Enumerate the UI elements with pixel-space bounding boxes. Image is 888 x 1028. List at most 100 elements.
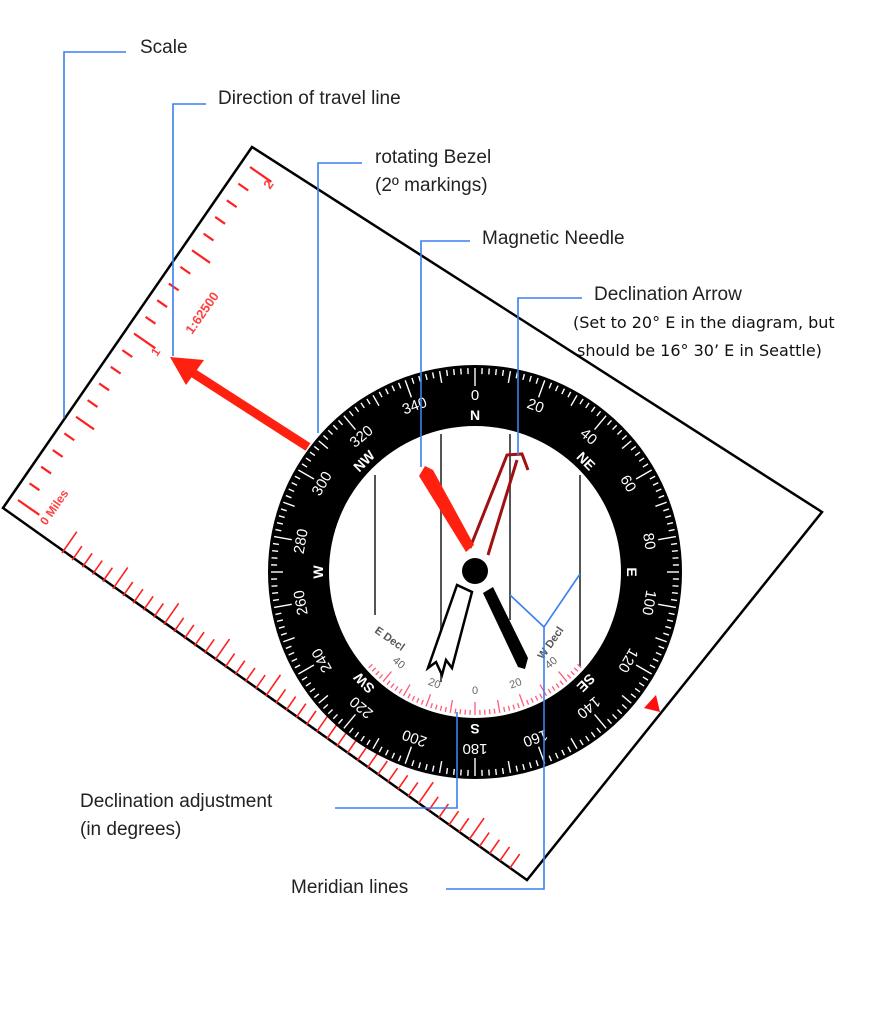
ruler-tick	[52, 449, 64, 458]
bezel-degree-label: 260	[291, 589, 312, 617]
ruler-tick	[191, 249, 211, 264]
edge-tick	[509, 853, 521, 869]
bezel-tick	[663, 632, 670, 636]
bezel-tick	[294, 664, 301, 669]
bezel-tick	[348, 727, 354, 734]
bezel-tick	[411, 760, 415, 767]
declination-tick	[402, 684, 411, 697]
edge-tick	[387, 767, 399, 783]
bezel-tick	[275, 528, 282, 532]
bezel-tick	[666, 521, 674, 525]
ruler-tick	[110, 365, 122, 375]
bezel-tick	[621, 694, 632, 704]
ruler-tick	[75, 415, 95, 431]
declination-tick	[534, 695, 539, 701]
bezel-tick	[378, 391, 383, 398]
declination-tick	[547, 688, 552, 694]
bezel-tick	[495, 768, 498, 775]
bezel-tick	[291, 481, 298, 486]
bezel-tick	[294, 475, 301, 480]
bezel-tick	[278, 515, 285, 519]
edge-tick	[407, 782, 419, 797]
bezel-tick	[291, 658, 298, 663]
edge-tick	[224, 653, 236, 669]
bezel-tick	[554, 752, 559, 759]
needle-pivot	[462, 558, 488, 584]
bezel-tick	[272, 549, 279, 552]
leader-bezel	[317, 162, 362, 433]
index-mark	[644, 695, 660, 712]
bezel-tick	[391, 385, 396, 392]
leader-meridian-branch	[509, 573, 581, 629]
bezel-tick	[649, 664, 656, 669]
bezel-degree-label: 100	[638, 589, 659, 617]
bezel-tick	[638, 457, 645, 462]
bezel-tick	[666, 619, 674, 623]
bezel-cardinal-label: S	[470, 721, 479, 737]
bezel-tick	[297, 664, 315, 675]
bezel-tick	[579, 739, 584, 746]
bezel-degree-label: 180	[462, 740, 487, 757]
declination-tick	[503, 706, 506, 713]
bezel-degree-label: 80	[639, 532, 659, 551]
bezel-tick	[305, 682, 312, 687]
label-declination-arrow: Declination Arrow	[594, 284, 742, 305]
edge-tick	[142, 595, 154, 611]
bezel-tick	[630, 445, 637, 451]
label-bezel: rotating Bezel	[375, 147, 491, 168]
edge-tick	[264, 674, 282, 697]
bezel-tick	[327, 429, 334, 435]
declination-label: 20	[508, 676, 524, 691]
bezel-tick	[668, 528, 675, 532]
ruler-tick	[226, 199, 238, 209]
bezel-tick	[535, 760, 539, 767]
bezel-tick	[309, 451, 316, 457]
bezel-tick	[313, 445, 320, 451]
bezel-tick	[431, 765, 435, 772]
bezel-tick	[280, 508, 287, 512]
edge-tick	[478, 832, 490, 847]
edge-tick	[417, 781, 434, 805]
bezel-tick	[570, 737, 578, 750]
declination-edge-ticks	[61, 531, 521, 869]
bezel-tick	[397, 755, 402, 762]
bezel-tick	[273, 535, 292, 541]
bezel-tick	[621, 434, 628, 441]
bezel-tick	[590, 731, 596, 738]
bezel-tick	[621, 440, 632, 450]
bezel-tick	[354, 406, 360, 413]
ruler-tick	[17, 499, 40, 516]
bezel-tick	[594, 714, 607, 729]
declination-tick	[378, 674, 384, 679]
bezel-tick	[384, 749, 389, 756]
meridian-lines	[374, 434, 581, 682]
declination-tick	[551, 686, 556, 691]
bezel-tick	[665, 515, 672, 519]
label-magnetic-needle: Magnetic Needle	[482, 228, 625, 249]
bezel-tick	[438, 760, 443, 774]
bezel-tick	[635, 664, 653, 675]
bezel-tick	[424, 373, 428, 381]
bezel-tick	[594, 415, 607, 430]
bezel-tick	[452, 768, 455, 775]
bezel-tick	[372, 737, 380, 750]
bezel-tick	[275, 612, 282, 616]
ruler-tick	[202, 232, 215, 242]
bezel-tick	[283, 637, 295, 643]
declination-tick	[518, 693, 525, 707]
label-declination-adjustment: Declination adjustment	[80, 791, 273, 812]
edge-tick	[214, 638, 231, 661]
edge-tick	[397, 774, 409, 790]
label-scale: Scale	[140, 37, 188, 58]
bezel-tick	[501, 767, 505, 775]
declination-tick	[430, 703, 433, 709]
bezel-tick	[397, 382, 402, 389]
edge-tick	[122, 581, 134, 597]
bezel-tick	[579, 398, 584, 405]
bezel-tick	[280, 632, 287, 636]
edge-tick	[234, 660, 246, 676]
bezel-tick	[649, 475, 656, 480]
ruler-tick	[133, 332, 156, 350]
bezel-tick	[418, 762, 422, 769]
bezel-tick	[301, 676, 308, 681]
